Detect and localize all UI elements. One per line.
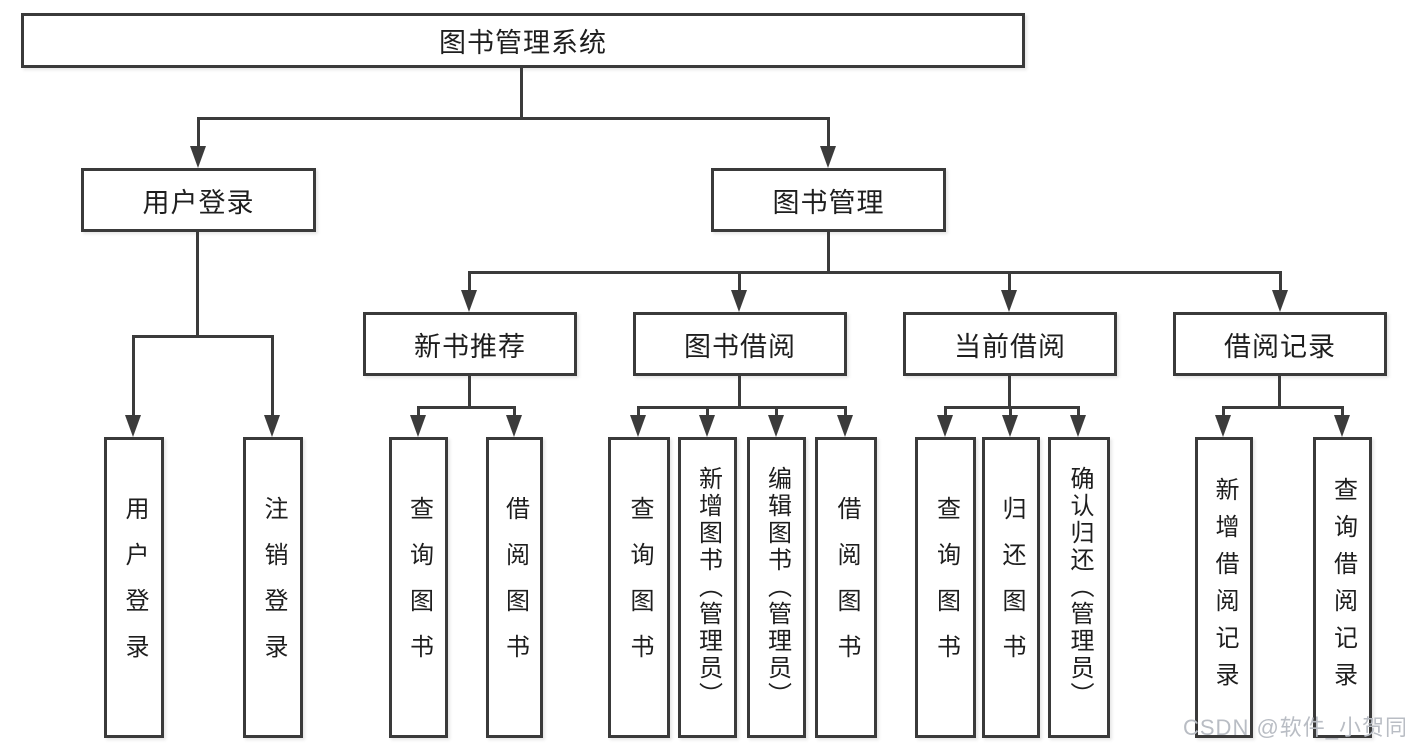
leaf-return-book: 归还图书: [982, 437, 1040, 738]
leaf-query-book-recommend-label: 查询图书: [405, 495, 433, 680]
node-new-book-recommend-label: 新书推荐: [414, 331, 526, 362]
arrowhead-icon: [768, 415, 784, 437]
arrowhead-icon: [506, 415, 522, 437]
leaf-query-borrow-record: 查询借阅记录: [1313, 437, 1372, 738]
edge-line: [827, 117, 830, 150]
leaf-user-login: 用户登录: [104, 437, 164, 738]
node-borrow-records: 借阅记录: [1173, 312, 1387, 376]
node-root-label: 图书管理系统: [439, 28, 607, 58]
edge-line: [637, 406, 847, 409]
edge-line: [944, 406, 947, 419]
edge-line: [197, 117, 200, 150]
arrowhead-icon: [630, 415, 646, 437]
leaf-logout-label: 注销登录: [260, 495, 287, 680]
node-current-borrow: 当前借阅: [903, 312, 1117, 376]
leaf-query-borrow-record-label: 查询借阅记录: [1329, 476, 1357, 699]
edge-line: [271, 335, 274, 417]
node-new-book-recommend: 新书推荐: [363, 312, 577, 376]
edge-line: [132, 335, 135, 417]
leaf-borrow-book-recommend: 借阅图书: [486, 437, 543, 738]
arrowhead-icon: [731, 290, 747, 312]
node-borrow-records-label: 借阅记录: [1224, 331, 1336, 362]
arrowhead-icon: [461, 290, 477, 312]
arrowhead-icon: [1215, 415, 1231, 437]
leaf-add-borrow-record-label: 新增借阅记录: [1211, 476, 1238, 699]
arrowhead-icon: [264, 415, 280, 437]
edge-line: [1077, 406, 1080, 419]
edge-line: [944, 406, 1080, 409]
arrowhead-icon: [1001, 290, 1017, 312]
edge-line: [775, 406, 778, 419]
edge-line: [1222, 406, 1225, 419]
node-book-management-label: 图书管理: [772, 187, 885, 218]
leaf-return-book-label: 归还图书: [998, 495, 1025, 680]
arrowhead-icon: [837, 415, 853, 437]
edge-line: [1009, 406, 1012, 419]
edge-line: [196, 232, 199, 338]
arrowhead-icon: [410, 415, 426, 437]
arrowhead-icon: [820, 146, 836, 168]
leaf-borrow-book: 借阅图书: [815, 437, 877, 738]
edge-line: [1279, 271, 1282, 292]
edge-line: [1278, 376, 1281, 408]
edge-line: [197, 117, 830, 120]
arrowhead-icon: [125, 415, 141, 437]
leaf-query-book-current: 查询图书: [915, 437, 976, 738]
leaf-user-login-label: 用户登录: [121, 495, 148, 680]
node-current-borrow-label: 当前借阅: [954, 331, 1066, 362]
edge-line: [827, 232, 830, 273]
leaf-confirm-return-admin-label: 确认归还（管理员）: [1066, 466, 1093, 709]
leaf-query-book-borrow: 查询图书: [608, 437, 670, 738]
edge-line: [1008, 376, 1011, 408]
edge-line: [417, 406, 516, 409]
leaf-logout: 注销登录: [243, 437, 303, 738]
arrowhead-icon: [937, 415, 953, 437]
leaf-confirm-return-admin: 确认归还（管理员）: [1048, 437, 1110, 738]
node-book-management: 图书管理: [711, 168, 946, 232]
edge-line: [1341, 406, 1344, 419]
leaf-add-borrow-record: 新增借阅记录: [1195, 437, 1253, 738]
leaf-borrow-book-label: 借阅图书: [833, 495, 860, 680]
node-book-borrow: 图书借阅: [633, 312, 847, 376]
leaf-query-book-current-label: 查询图书: [932, 495, 960, 680]
edge-line: [738, 376, 741, 408]
edge-line: [133, 335, 274, 338]
edge-line: [1008, 271, 1011, 292]
csdn-watermark: CSDN @软件_小贺同学: [1183, 715, 1405, 740]
edge-line: [520, 66, 523, 118]
arrowhead-icon: [190, 146, 206, 168]
arrowhead-icon: [1272, 290, 1288, 312]
edge-line: [706, 406, 709, 419]
leaf-query-book-recommend: 查询图书: [389, 437, 448, 738]
arrowhead-icon: [1070, 415, 1086, 437]
arrowhead-icon: [699, 415, 715, 437]
leaf-edit-book-admin: 编辑图书（管理员）: [747, 437, 806, 738]
node-book-borrow-label: 图书借阅: [684, 331, 796, 362]
edge-line: [468, 271, 1281, 274]
edge-line: [637, 406, 640, 419]
edge-line: [468, 271, 471, 292]
arrowhead-icon: [1002, 415, 1018, 437]
edge-line: [738, 271, 741, 292]
node-root: 图书管理系统: [21, 13, 1025, 68]
edge-line: [844, 406, 847, 419]
edge-line: [468, 376, 471, 408]
leaf-edit-book-admin-label: 编辑图书（管理员）: [763, 466, 791, 709]
leaf-add-book-admin-label: 新增图书（管理员）: [694, 466, 722, 709]
edge-line: [513, 406, 516, 419]
leaf-add-book-admin: 新增图书（管理员）: [678, 437, 737, 738]
arrowhead-icon: [1334, 415, 1350, 437]
edge-line: [1222, 406, 1343, 409]
node-user-login: 用户登录: [81, 168, 316, 232]
node-user-login-label: 用户登录: [142, 187, 255, 218]
edge-line: [417, 406, 420, 419]
leaf-borrow-book-recommend-label: 借阅图书: [501, 495, 529, 680]
leaf-query-book-borrow-label: 查询图书: [626, 495, 653, 680]
